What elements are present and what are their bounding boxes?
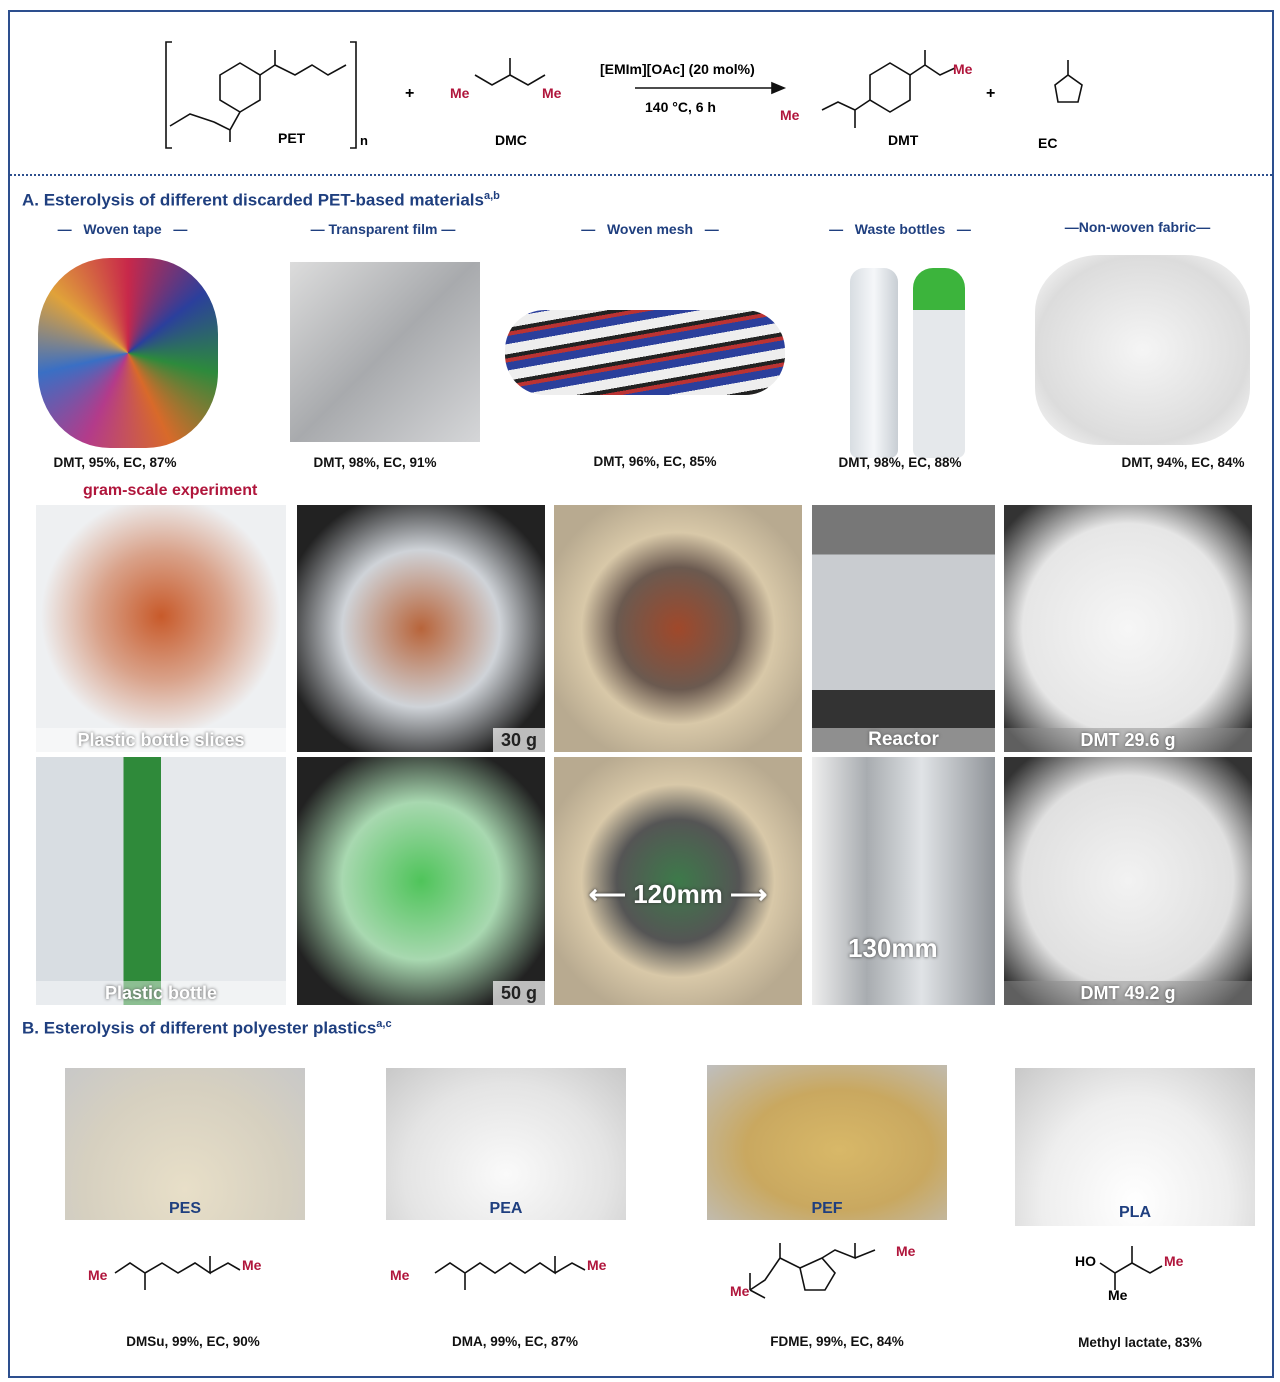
yield-caption: DMT, 94%, EC, 84% [1121, 455, 1245, 470]
footnote-marks: a,b [484, 190, 500, 202]
weighed-slices-photo: 30 g [297, 505, 545, 752]
yield-caption: DMSu, 99%, EC, 90% [126, 1334, 260, 1349]
figure-frame [8, 10, 1274, 1378]
material-label: — Woven mesh — [581, 221, 719, 237]
product-mass-label: DMT 29.6 g [1004, 728, 1252, 752]
reactor-photo: Reactor [812, 505, 995, 752]
me-label: Me [587, 1257, 607, 1273]
pea-photo: PEA [386, 1068, 626, 1220]
me-label: Me [450, 85, 470, 101]
plastic-slices-photo: Plastic bottle slices [36, 505, 286, 752]
section-b-title: B. Esterolysis of different polyester pl… [22, 1018, 392, 1039]
woven-tape-photo [38, 258, 218, 448]
section-b-title-text: B. Esterolysis of different polyester pl… [22, 1018, 377, 1038]
reactor-vessel-photo: ⟵ 120mm ⟶ [554, 757, 802, 1005]
footnote-marks: a,c [376, 1018, 392, 1030]
dmt-product-photo: DMT 29.6 g [1004, 505, 1252, 752]
gram-scale-label: gram-scale experiment [83, 482, 258, 499]
yield-caption: DMT, 98%, EC, 88% [838, 455, 962, 470]
pla-photo: PLA [1015, 1068, 1255, 1226]
dmt-product-photo: DMT 49.2 g [1004, 757, 1252, 1005]
yield-caption: DMA, 99%, EC, 87% [451, 1334, 579, 1349]
photo-label: Plastic bottle slices [36, 728, 286, 752]
section-a-title: A. Esterolysis of different discarded PE… [22, 190, 500, 211]
bottle-photo [850, 268, 898, 458]
me-label: Me [1108, 1287, 1128, 1303]
pef-photo: PEF [707, 1065, 947, 1220]
mass-label: 30 g [492, 728, 545, 752]
me-label: Me [730, 1283, 750, 1299]
pet-label: PET [278, 130, 306, 146]
bottle-photo [913, 268, 965, 458]
plus-sign: + [986, 85, 995, 102]
me-label: Me [780, 107, 800, 123]
yield-caption: DMT, 98%, EC, 91% [313, 455, 437, 470]
dmt-label: DMT [888, 132, 919, 148]
me-label: Me [390, 1267, 410, 1283]
material-label: — Transparent film — [310, 221, 456, 237]
reactor-vessel-photo [554, 505, 802, 752]
photo-label: Reactor [812, 728, 995, 752]
transparent-film-photo [290, 262, 480, 442]
ho-label: HO [1075, 1253, 1096, 1269]
polymer-label: PES [168, 1200, 201, 1217]
yield-caption: FDME, 99%, EC, 84% [770, 1334, 904, 1349]
pressure-reactor-photo: 130mm [812, 757, 995, 1005]
me-label: Me [242, 1257, 262, 1273]
ec-label: EC [1038, 135, 1057, 151]
catalyst-label: [EMIm][OAc] (20 mol%) [600, 61, 755, 77]
yield-caption: Methyl lactate, 83% [1078, 1335, 1202, 1350]
polymer-label: PLA [1119, 1204, 1151, 1221]
polymer-label: PEA [489, 1200, 523, 1217]
me-label: Me [1164, 1253, 1184, 1269]
non-woven-fabric-photo [1035, 255, 1250, 445]
diameter-label: ⟵ 120mm ⟶ [588, 879, 768, 909]
weighed-slices-photo: 50 g [297, 757, 545, 1005]
pes-photo: PES [65, 1068, 305, 1220]
yield-caption: DMT, 95%, EC, 87% [53, 455, 177, 470]
me-label: Me [542, 85, 562, 101]
mass-label: 50 g [492, 981, 545, 1005]
yield-caption: DMT, 96%, EC, 85% [593, 454, 717, 469]
product-structures: Me Me Me Me Me Me HO Me Me [88, 1243, 1184, 1303]
me-label: Me [88, 1267, 108, 1283]
height-label: 130mm [848, 933, 938, 963]
plastic-bottle-photo: Plastic bottle [36, 757, 286, 1005]
product-mass-label: DMT 49.2 g [1004, 981, 1252, 1005]
me-label: Me [953, 61, 973, 77]
photo-label: Plastic bottle [36, 981, 286, 1005]
reaction-scheme: PET n + Me Me DMC [EMIm][OAc] (20 mol%) … [165, 41, 1083, 151]
me-label: Me [896, 1243, 916, 1259]
woven-mesh-photo [505, 310, 785, 395]
material-label: — Woven tape — [57, 221, 188, 237]
section-a-title-text: A. Esterolysis of different discarded PE… [22, 190, 484, 210]
polymer-label: PEF [811, 1200, 843, 1217]
n-subscript: n [360, 133, 368, 148]
divider [10, 174, 1272, 176]
material-label: —Non-woven fabric— [1064, 219, 1211, 235]
material-label: — Waste bottles — [829, 221, 971, 237]
plus-sign: + [405, 85, 414, 102]
conditions-label: 140 °C, 6 h [645, 99, 716, 115]
dmc-label: DMC [495, 132, 527, 148]
